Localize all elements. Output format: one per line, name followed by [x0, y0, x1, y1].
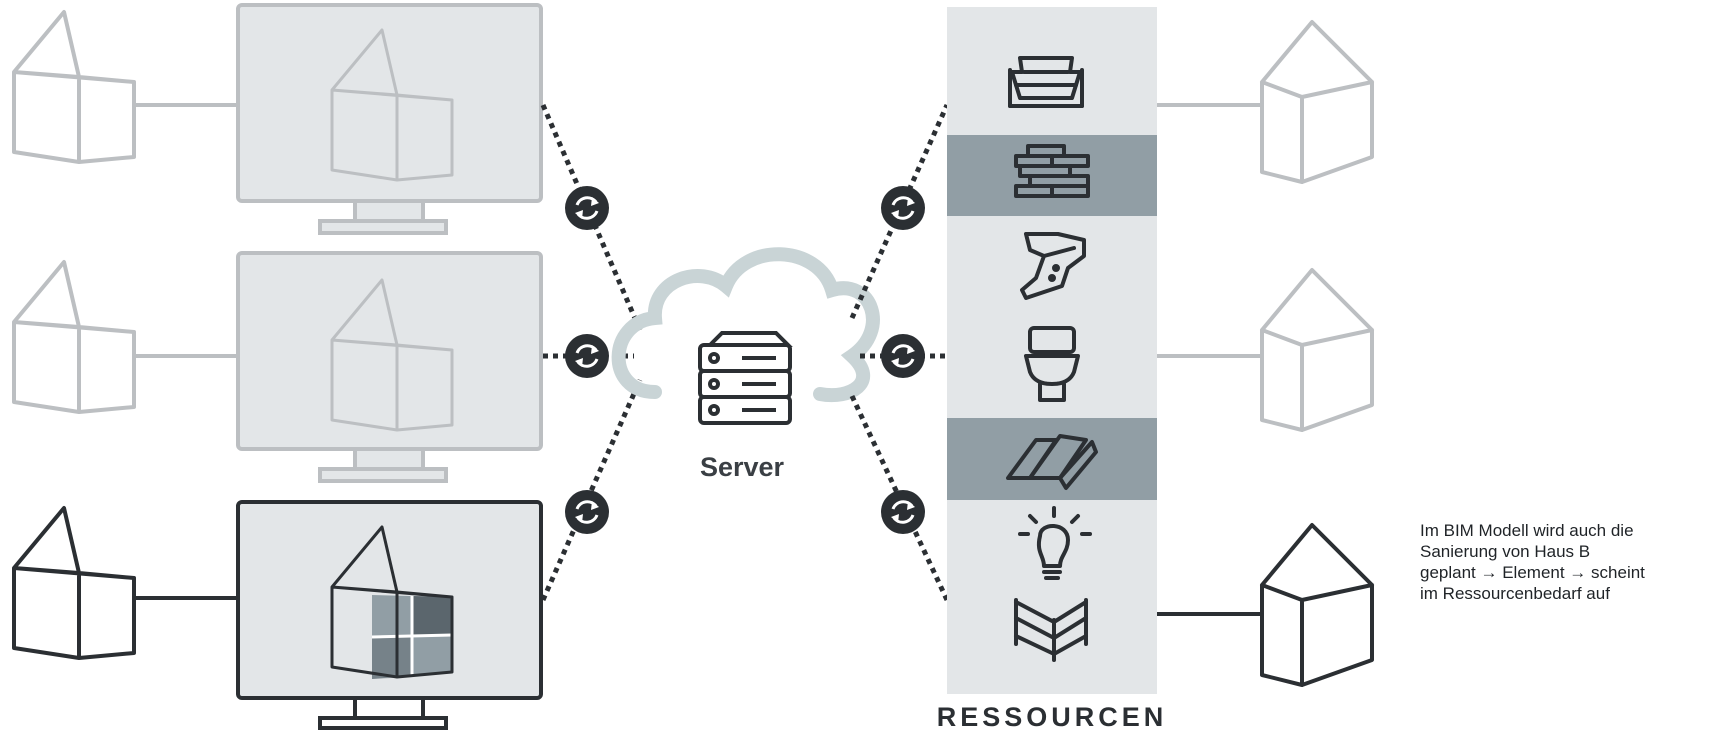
sync-icon [879, 184, 927, 232]
server-icon [698, 331, 793, 425]
resources-label: RESSOURCEN [937, 702, 1168, 731]
note-line: Sanierung von Haus B [1420, 542, 1591, 561]
sync-icon [879, 488, 927, 536]
damaged-house-icon [12, 506, 136, 660]
cloud-icon [611, 247, 880, 403]
house-c-row [12, 500, 543, 730]
renovated-house-model-icon [330, 525, 454, 679]
light-bulb-icon [1018, 506, 1092, 580]
resources-panel: RESSOURCEN [937, 7, 1168, 731]
toilet-icon [1024, 326, 1080, 402]
timber-boards-icon [1006, 434, 1098, 490]
bricks-icon [1014, 144, 1090, 198]
annotation-note: Im BIM Modell wird auch die Sanierung vo… [1420, 520, 1730, 604]
damaged-house-icon [12, 10, 136, 164]
highlight-band [947, 418, 1157, 500]
sync-icon [563, 332, 611, 380]
house-b-icon [1260, 523, 1374, 687]
monitor-3 [236, 500, 543, 730]
concrete-mixer-icon [1008, 56, 1084, 108]
server-label: Server [700, 452, 785, 482]
note-line: im Ressourcenbedarf auf [1420, 584, 1610, 603]
server-cloud: Server [611, 247, 880, 482]
note-line: Im BIM Modell wird auch die [1420, 521, 1634, 540]
house-icon [1260, 268, 1374, 432]
sync-icon [563, 488, 611, 536]
house-icon [1260, 20, 1374, 184]
house-b-row [12, 251, 543, 483]
sync-icon [563, 184, 611, 232]
note-line: geplant → Element → scheint [1420, 563, 1645, 582]
sync-icon [879, 332, 927, 380]
insulation-icon [1014, 598, 1088, 662]
house-a-row [12, 3, 543, 235]
damaged-house-icon [12, 260, 136, 414]
monitor-2 [236, 251, 543, 483]
steel-beam-icon [1020, 232, 1086, 300]
monitor-1 [236, 3, 543, 235]
